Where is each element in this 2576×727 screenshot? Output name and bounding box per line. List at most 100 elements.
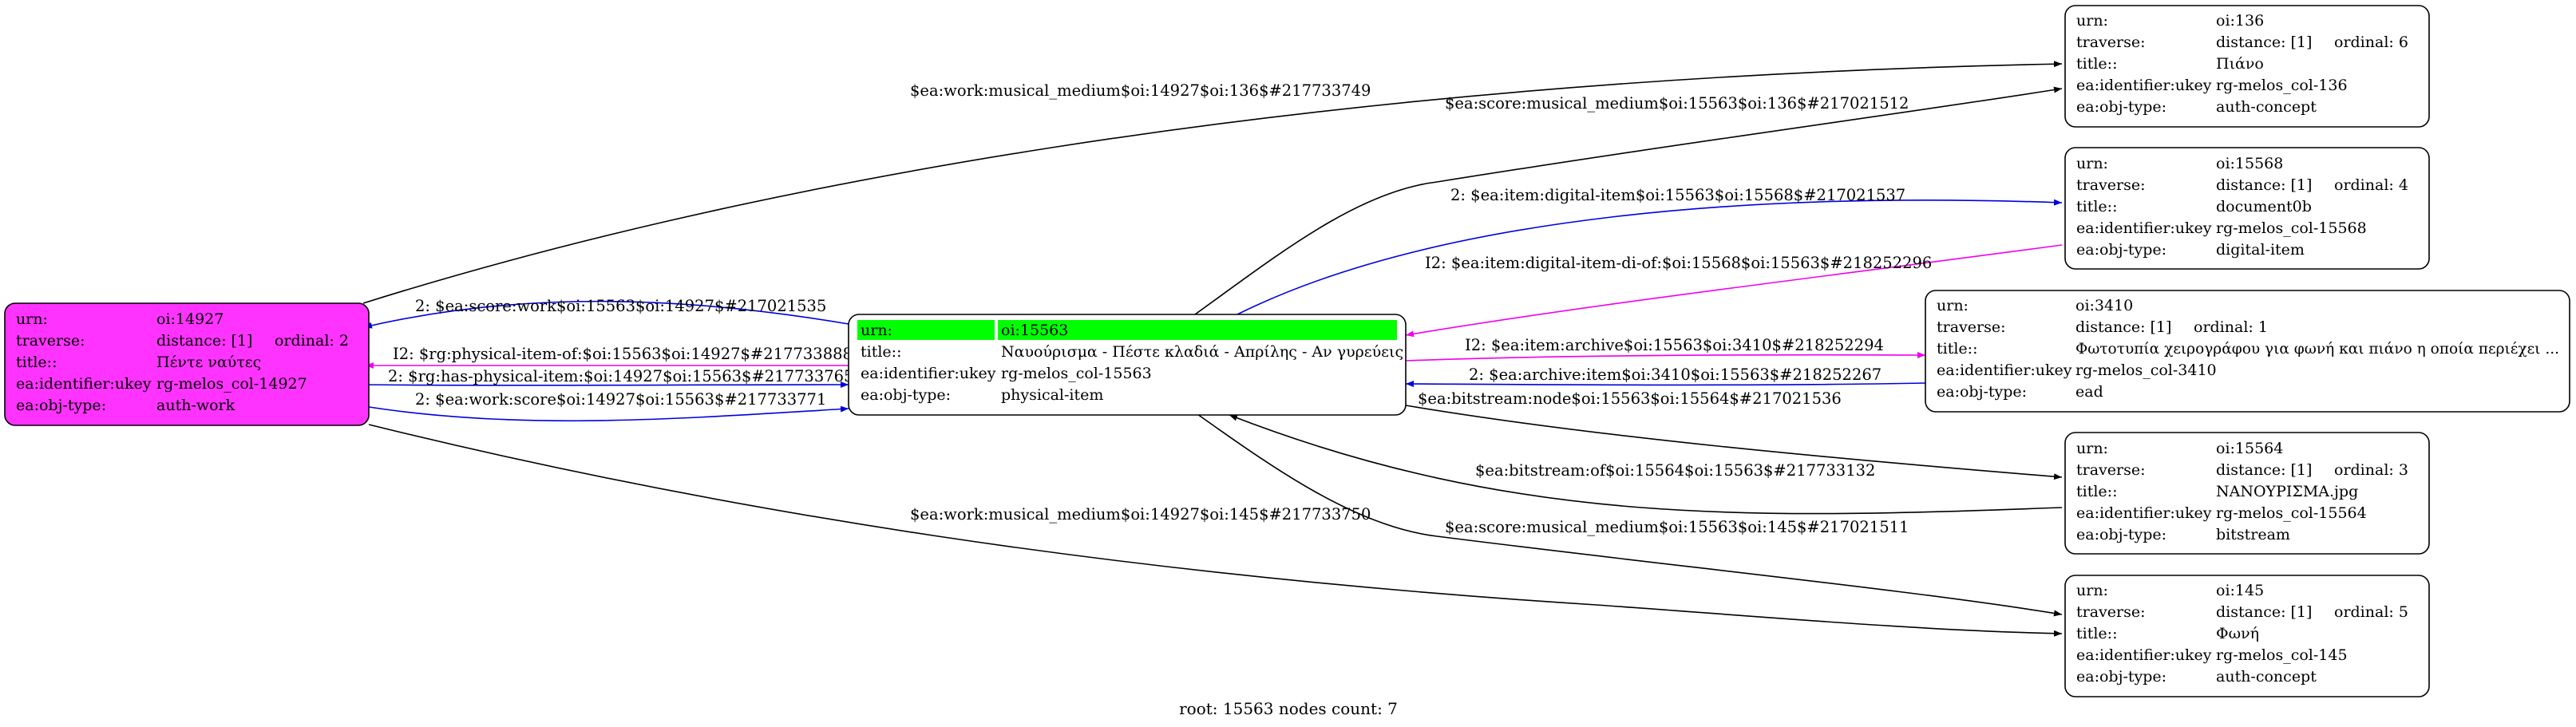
node-value-title: Πέντε ναύτες (156, 354, 261, 371)
node-value-ukey: rg-melos_col-15564 (2216, 504, 2367, 522)
edge-digital-item-di-of[interactable] (1405, 244, 2063, 338)
edge-label-work-score: 2: $ea:work:score$oi:14927$oi:15563$#217… (415, 390, 826, 409)
edge-label-score-medium-136: $ea:score:musical_medium$oi:15563$oi:136… (1445, 94, 1909, 113)
node-value-distance: distance: [1] (2075, 318, 2171, 336)
edge-label-archive-item: 2: $ea:archive:item$oi:3410$oi:15563$#21… (1469, 365, 1882, 384)
node-key-urn: urn: (2076, 440, 2108, 457)
edge-archive-item[interactable] (1405, 381, 1926, 388)
node-key-ukey: ea:identifier:ukey (1937, 362, 2072, 379)
node-value-urn: oi:145 (2216, 582, 2264, 599)
node-value-distance: distance: [1] (156, 332, 252, 350)
node-value-urn: oi:15563 (1001, 322, 1068, 339)
edge-bitstream-node[interactable] (1405, 405, 2063, 480)
graph-footer: root: 15563 nodes count: 7 (1179, 699, 1398, 718)
node-oi-15563-root[interactable]: urn: oi:15563 title:: Ναυούρισμα - Πέστε… (848, 314, 1407, 416)
node-value-urn: oi:15564 (2216, 440, 2283, 457)
node-value-ukey: rg-melos_col-14927 (156, 375, 307, 393)
node-value-title: Φωτοτυπία χειρογράφου για φωνή και πιάνο… (2075, 340, 2559, 358)
node-value-ordinal: ordinal: 1 (2194, 318, 2268, 336)
node-key-ukey: ea:identifier:ukey (2076, 77, 2212, 94)
node-key-title: title:: (2076, 55, 2117, 73)
node-key-title: title:: (2076, 198, 2117, 215)
node-oi-3410[interactable]: urn: oi:3410 traverse: distance: [1] ord… (1925, 290, 2570, 413)
node-value-urn: oi:136 (2216, 12, 2264, 30)
root-highlight-key (857, 320, 995, 340)
node-value-type: digital-item (2216, 241, 2305, 259)
root-highlight-value (998, 320, 1397, 340)
node-key-urn: urn: (861, 322, 892, 339)
node-key-traverse: traverse: (2076, 176, 2146, 194)
node-key-type: ea:obj-type: (2076, 668, 2166, 686)
node-value-ukey: rg-melos_col-145 (2216, 646, 2348, 664)
node-oi-14927[interactable]: urn: oi:14927 traverse: distance: [1] or… (4, 302, 370, 426)
edge-score-medium-136[interactable] (1194, 86, 2063, 315)
node-key-traverse: traverse: (2076, 34, 2146, 51)
node-key-title: title:: (1937, 340, 1977, 358)
node-key-ukey: ea:identifier:ukey (2076, 504, 2212, 522)
node-key-type: ea:obj-type: (1937, 383, 2027, 401)
edge-bitstream-of[interactable] (1229, 414, 2063, 515)
node-value-title: document0b (2216, 198, 2312, 215)
node-value-distance: distance: [1] (2216, 34, 2312, 51)
node-value-ukey: rg-melos_col-15563 (1001, 365, 1152, 382)
node-key-type: ea:obj-type: (16, 397, 106, 414)
edge-label-item-archive: I2: $ea:item:archive$oi:15563$oi:3410$#2… (1465, 336, 1884, 354)
node-key-urn: urn: (2076, 155, 2108, 172)
node-key-type: ea:obj-type: (2076, 98, 2166, 116)
node-value-ordinal: ordinal: 6 (2334, 34, 2408, 51)
node-oi-15568[interactable]: urn: oi:15568 traverse: distance: [1] or… (2064, 147, 2430, 270)
edge-label-digital-item: 2: $ea:item:digital-item$oi:15563$oi:155… (1450, 186, 1905, 204)
edges (362, 61, 2063, 637)
edge-work-medium-145[interactable] (368, 424, 2063, 637)
edge-label-physical-item-of: I2: $rg:physical-item-of:$oi:15563$oi:14… (393, 345, 853, 363)
node-key-urn: urn: (2076, 582, 2108, 599)
edge-label-digital-item-di-of: I2: $ea:item:digital-item-di-of:$oi:1556… (1425, 254, 1932, 272)
node-value-title: Πιάνο (2216, 55, 2264, 73)
node-value-type: auth-concept (2216, 98, 2317, 116)
node-value-type: auth-concept (2216, 668, 2317, 686)
edge-score-work[interactable] (363, 300, 849, 329)
node-key-traverse: traverse: (2076, 461, 2146, 479)
edge-label-score-medium-145: $ea:score:musical_medium$oi:15563$oi:145… (1445, 518, 1909, 536)
node-oi-136[interactable]: urn: oi:136 traverse: distance: [1] ordi… (2064, 5, 2430, 128)
node-key-type: ea:obj-type: (2076, 526, 2166, 543)
edge-score-medium-145[interactable] (1197, 413, 2063, 617)
edge-item-archive[interactable] (1405, 351, 1926, 362)
node-oi-145[interactable]: urn: oi:145 traverse: distance: [1] ordi… (2064, 575, 2430, 697)
node-key-ukey: ea:identifier:ukey (861, 365, 996, 382)
edge-work-score[interactable] (363, 405, 849, 422)
edge-label-has-physical-item: 2: $rg:has-physical-item:$oi:14927$oi:15… (388, 367, 853, 385)
node-key-traverse: traverse: (2076, 603, 2146, 621)
node-value-ordinal: ordinal: 4 (2334, 176, 2408, 194)
edge-label-bitstream-node: $ea:bitstream:node$oi:15563$oi:15564$#21… (1418, 389, 1842, 408)
node-key-title: title:: (2076, 625, 2117, 642)
edge-label-work-medium-145: $ea:work:musical_medium$oi:14927$oi:145$… (910, 505, 1371, 524)
node-key-urn: urn: (16, 310, 48, 328)
node-key-urn: urn: (1937, 297, 1969, 314)
node-oi-15564[interactable]: urn: oi:15564 traverse: distance: [1] or… (2064, 432, 2430, 555)
node-value-urn: oi:3410 (2075, 297, 2133, 314)
edge-label-work-medium-136: $ea:work:musical_medium$oi:14927$oi:136$… (910, 81, 1371, 100)
node-key-ukey: ea:identifier:ukey (16, 375, 152, 393)
node-value-type: ead (2075, 383, 2103, 401)
node-value-type: bitstream (2216, 526, 2290, 543)
node-value-ukey: rg-melos_col-3410 (2075, 362, 2217, 379)
node-value-ukey: rg-melos_col-136 (2216, 77, 2348, 94)
edge-label-score-work: 2: $ea:score:work$oi:15563$oi:14927$#217… (415, 297, 826, 315)
node-value-title: ΝΑΝΟΥΡΙΣΜΑ.jpg (2216, 483, 2358, 500)
edge-work-medium-136[interactable] (362, 61, 2063, 304)
node-value-urn: oi:14927 (156, 310, 224, 328)
node-value-ordinal: ordinal: 5 (2334, 603, 2408, 621)
node-key-urn: urn: (2076, 12, 2108, 30)
node-value-urn: oi:15568 (2216, 155, 2283, 172)
node-key-ukey: ea:identifier:ukey (2076, 646, 2212, 664)
node-key-title: title:: (2076, 483, 2117, 500)
node-value-type: auth-work (156, 397, 235, 414)
node-value-distance: distance: [1] (2216, 603, 2312, 621)
node-key-type: ea:obj-type: (2076, 241, 2166, 259)
edge-digital-item[interactable] (1237, 199, 2063, 315)
node-value-distance: distance: [1] (2216, 461, 2312, 479)
node-key-traverse: traverse: (1937, 318, 2006, 336)
node-value-type: physical-item (1001, 386, 1103, 404)
